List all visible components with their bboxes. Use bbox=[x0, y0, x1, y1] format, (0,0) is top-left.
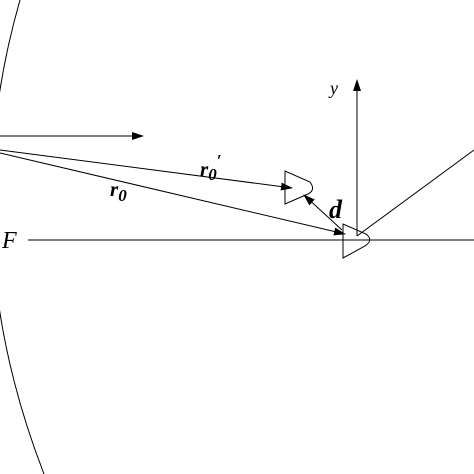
r0-sub: 0 bbox=[118, 186, 127, 205]
mirror-arc bbox=[0, 0, 45, 474]
r0-prime-vector bbox=[0, 149, 293, 191]
diagonal-ray bbox=[356, 149, 474, 237]
r0-label: r0 bbox=[110, 177, 127, 205]
r0-vector bbox=[0, 152, 346, 236]
r0-prime-sub: 0 bbox=[208, 165, 217, 184]
r0-prime-mark: ′ bbox=[217, 151, 222, 170]
r0-prime-label: r0′ bbox=[200, 151, 221, 184]
r0-prime-base: r bbox=[200, 157, 209, 181]
d-vector bbox=[303, 194, 343, 231]
detector-lower-icon bbox=[342, 223, 371, 259]
focus-label: F bbox=[1, 228, 17, 254]
y-axis-label: y bbox=[328, 78, 338, 98]
r0-base: r bbox=[110, 177, 119, 201]
detector-upper-icon bbox=[284, 170, 314, 205]
d-label: d bbox=[329, 195, 343, 224]
